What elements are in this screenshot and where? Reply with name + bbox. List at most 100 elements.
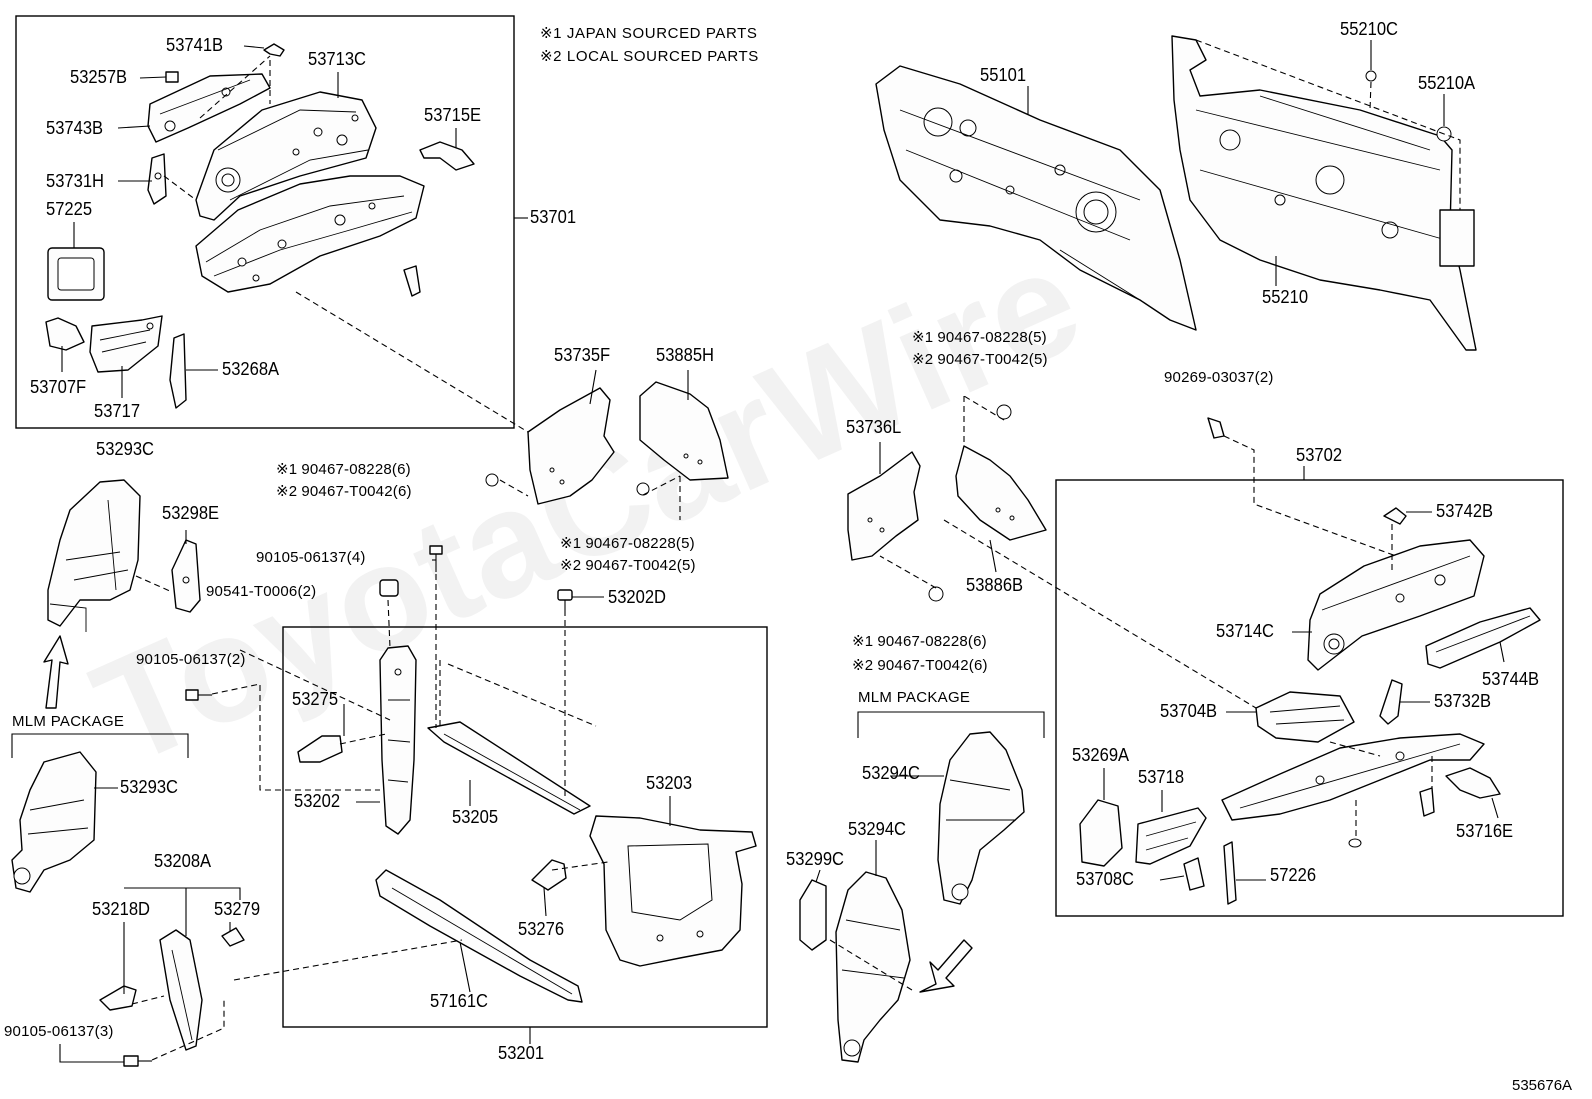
part-label-53299C[interactable]: 53299C (786, 849, 845, 869)
part-label-53735F[interactable]: 53735F (554, 345, 611, 365)
part-label-53731H[interactable]: 53731H (46, 171, 105, 191)
part-label-53294C-a[interactable]: 53294C (862, 763, 921, 783)
part-label-53203[interactable]: 53203 (646, 773, 693, 793)
part-label-53714C[interactable]: 53714C (1216, 621, 1275, 641)
part-53708C-shape (1183, 857, 1205, 891)
grommet-label-b2[interactable]: 90541-T0006(2) (206, 583, 317, 600)
bolt-label-b1[interactable]: 90105-06137(4) (256, 549, 366, 566)
fastener-f2-text: 90467-T0042(6) (301, 483, 412, 500)
part-label-53279[interactable]: 53279 (214, 899, 261, 919)
part-label-53218D[interactable]: 53218D (92, 899, 151, 919)
part-label-55210[interactable]: 55210 (1262, 287, 1309, 307)
part-label-53208A[interactable]: 53208A (154, 851, 212, 871)
part-label-53717[interactable]: 53717 (94, 401, 141, 421)
part-label-53702[interactable]: 53702 (1296, 445, 1343, 465)
arrow-down-left (919, 939, 973, 993)
pin-label-b5[interactable]: 90269-03037(2) (1164, 369, 1274, 386)
part-label-53886B[interactable]: 53886B (966, 575, 1024, 595)
part-label-53276[interactable]: 53276 (518, 919, 565, 939)
part-label-53713C[interactable]: 53713C (308, 49, 367, 69)
part-label-53205[interactable]: 53205 (452, 807, 499, 827)
bolt-label-b4[interactable]: 90105-06137(3) (4, 1023, 114, 1040)
group-box-53702 (1055, 479, 1564, 917)
part-label-53201[interactable]: 53201 (498, 1043, 545, 1063)
part-53269A-shape (1079, 799, 1123, 867)
fastener-f1-mark: ※1 (276, 461, 298, 478)
part-label-55101[interactable]: 55101 (980, 65, 1027, 85)
part-53205-shape (427, 721, 591, 815)
part-53294C-a-shape (937, 731, 1025, 905)
part-label-53736L[interactable]: 53736L (846, 417, 902, 437)
part-label-53202D[interactable]: 53202D (608, 587, 667, 607)
part-53885H-shape (639, 381, 729, 481)
part-label-53707F[interactable]: 53707F (30, 377, 87, 397)
part-label-53715E[interactable]: 53715E (424, 105, 482, 125)
fastener-f2-mark: ※2 (276, 483, 298, 500)
fastener-f5-text: 90467-08228(5) (937, 329, 1047, 346)
group-box-53201 (282, 626, 768, 1028)
part-53293C-top-shape (47, 479, 141, 632)
legend-local: ※2 LOCAL SOURCED PARTS (540, 49, 759, 64)
part-label-53701[interactable]: 53701 (530, 207, 577, 227)
part-55210-shape (1171, 35, 1477, 351)
part-label-53744B[interactable]: 53744B (1482, 669, 1540, 689)
part-bracket-53702-shape (1419, 787, 1435, 817)
part-label-57226[interactable]: 57226 (1270, 865, 1317, 885)
part-53742B-shape (1383, 507, 1407, 525)
part-label-53257B[interactable]: 53257B (70, 67, 128, 87)
part-label-53268A[interactable]: 53268A (222, 359, 280, 379)
mlm-package-label-left: MLM PACKAGE (12, 713, 125, 730)
part-label-57225[interactable]: 57225 (46, 199, 93, 219)
part-label-53743B[interactable]: 53743B (46, 118, 104, 138)
legend-local-mark: ※2 (540, 48, 563, 65)
fastener-f3-text: 90467-08228(5) (585, 535, 695, 552)
fastener-f6-mark: ※2 (912, 351, 934, 368)
part-53294C-b-shape (835, 871, 911, 1063)
part-label-53716E[interactable]: 53716E (1456, 821, 1514, 841)
part-53731H-shape (147, 153, 167, 205)
part-label-53704B[interactable]: 53704B (1160, 701, 1218, 721)
part-label-53732B[interactable]: 53732B (1434, 691, 1492, 711)
bolt-icon (185, 689, 212, 701)
clip-icon (928, 586, 944, 602)
part-label-53293C-mlm[interactable]: 53293C (120, 777, 179, 797)
part-53717-shape (89, 315, 163, 373)
part-label-57161C[interactable]: 57161C (430, 991, 489, 1011)
mlm-bracket-left (11, 733, 189, 758)
part-label-53293C-top[interactable]: 53293C (96, 439, 155, 459)
diagram-reference-code: 535676A (1512, 1077, 1573, 1094)
part-label-53741B[interactable]: 53741B (166, 35, 224, 55)
part-53275-shape (297, 735, 343, 763)
legend-japan: ※1 JAPAN SOURCED PARTS (540, 26, 758, 41)
part-label-53718[interactable]: 53718 (1138, 767, 1185, 787)
part-label-53708C[interactable]: 53708C (1076, 869, 1135, 889)
part-label-53202[interactable]: 53202 (294, 791, 341, 811)
part-label-53742B[interactable]: 53742B (1436, 501, 1494, 521)
part-label-53269A[interactable]: 53269A (1072, 745, 1130, 765)
fastener-f8-mark: ※2 (852, 657, 874, 674)
part-label-53275[interactable]: 53275 (292, 689, 339, 709)
part-53713C-shape (195, 91, 377, 221)
part-53299C-shape (799, 879, 827, 951)
clip-icon (996, 404, 1012, 420)
part-53276-shape (531, 859, 567, 891)
part-53744B-shape (1425, 607, 1541, 669)
legend-japan-text: JAPAN SOURCED PARTS (566, 25, 758, 42)
part-label-53294C-b[interactable]: 53294C (848, 819, 907, 839)
bolt-label-b3[interactable]: 90105-06137(2) (136, 651, 246, 668)
part-label-53885H[interactable]: 53885H (656, 345, 715, 365)
part-label-53298E[interactable]: 53298E (162, 503, 220, 523)
pin-icon (1207, 417, 1225, 439)
part-53715E-shape (419, 141, 475, 171)
grommet-icon (379, 579, 399, 597)
part-label-55210C[interactable]: 55210C (1340, 19, 1399, 39)
part-label-55210A[interactable]: 55210A (1418, 73, 1476, 93)
